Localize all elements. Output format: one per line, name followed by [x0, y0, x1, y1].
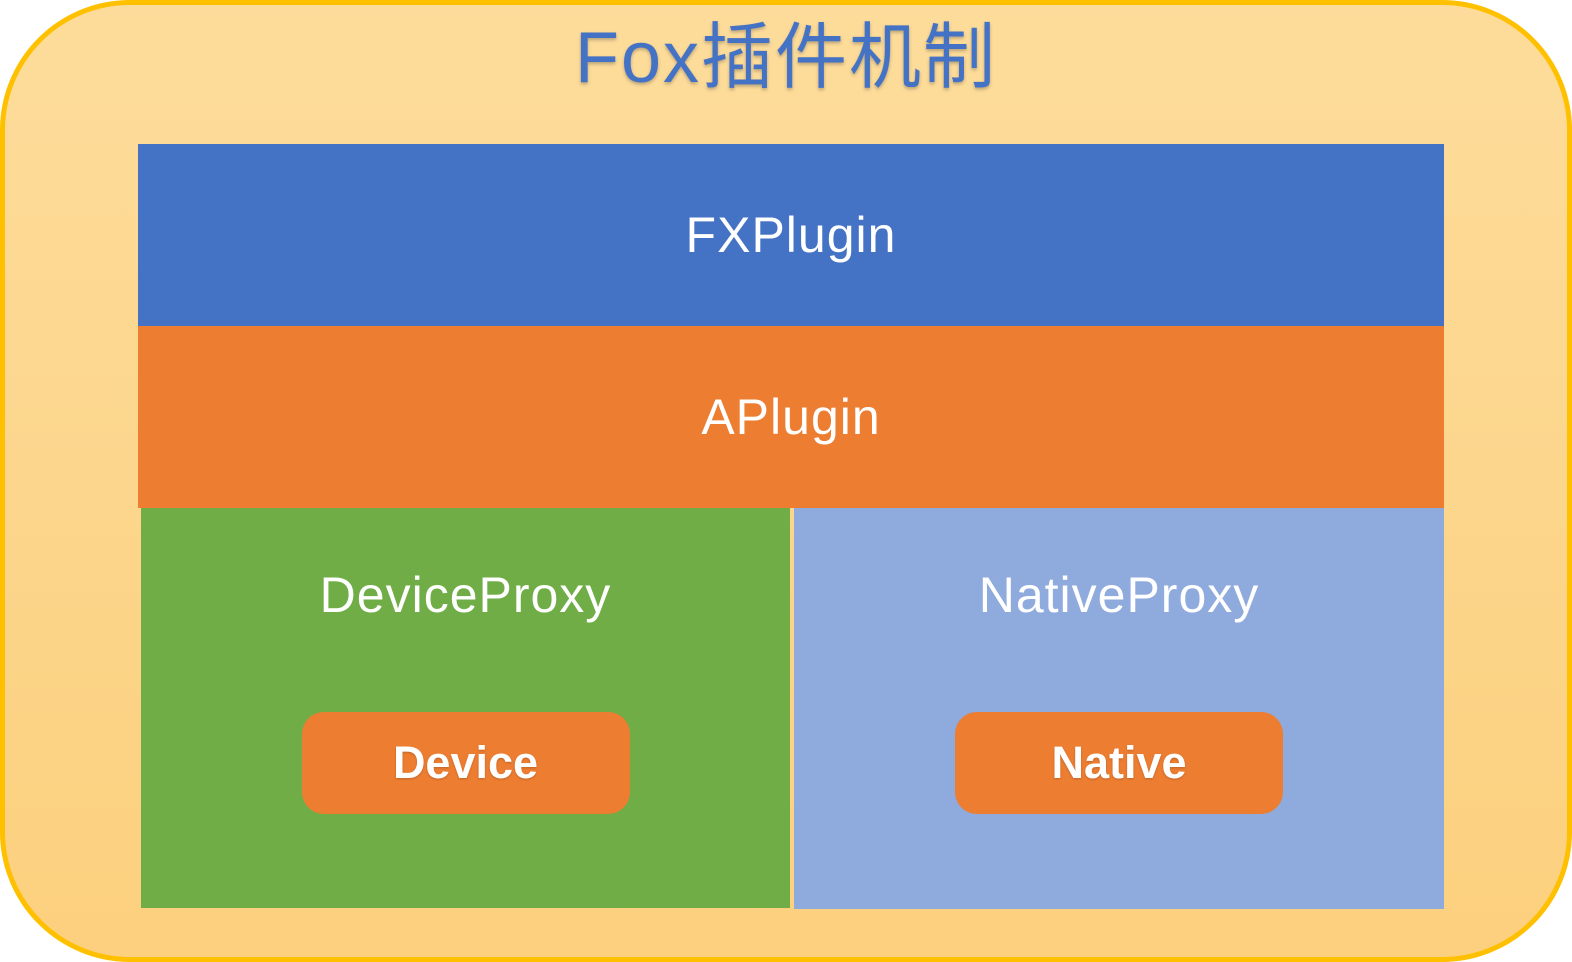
nativeproxy-block: NativeProxy Native [794, 508, 1444, 909]
aplugin-label: APlugin [701, 389, 881, 445]
device-chip-label: Device [392, 737, 539, 788]
diagram-title: Fox插件机制 [574, 18, 998, 98]
deviceproxy-block: DeviceProxy Device [141, 508, 790, 908]
device-chip: Device [301, 712, 630, 814]
deviceproxy-label: DeviceProxy [319, 567, 612, 623]
fxplugin-label: FXPlugin [685, 207, 897, 263]
fxplugin-block: FXPlugin [138, 144, 1444, 326]
nativeproxy-label: NativeProxy [978, 567, 1260, 623]
native-chip-label: Native [1051, 737, 1187, 788]
native-chip: Native [955, 712, 1283, 814]
aplugin-block: APlugin [138, 326, 1444, 508]
